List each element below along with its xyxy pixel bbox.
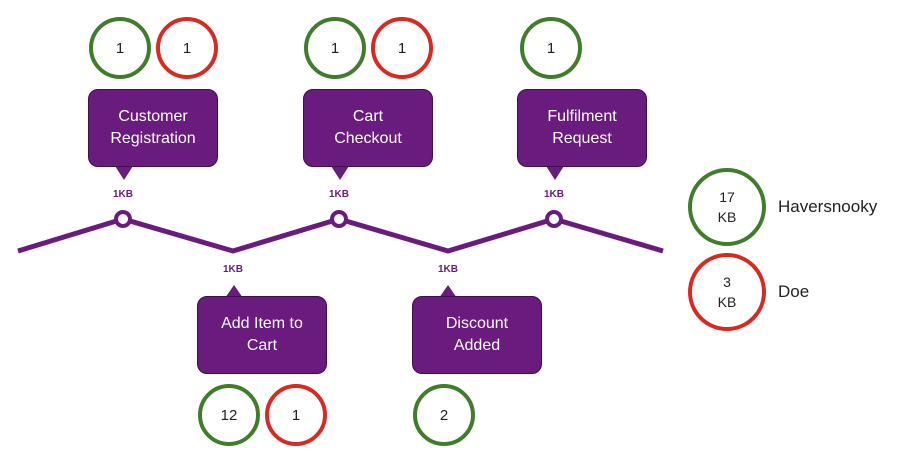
event-callout-add-item-to-cart: Add Item to Cart [197, 296, 327, 374]
timeline-node-fulfilment-request [545, 210, 563, 228]
event-callout-cart-checkout: Cart Checkout [303, 89, 433, 167]
callout-pointer-customer-registration [115, 166, 133, 180]
callout-pointer-add-item-to-cart [225, 285, 243, 298]
legend-size-value: 3 [723, 274, 731, 290]
event-count-green: 1 [89, 17, 151, 79]
event-count-green: 1 [304, 17, 366, 79]
timeline-node-cart-checkout [330, 210, 348, 228]
event-size-label: 1KB [112, 189, 133, 200]
event-callout-fulfilment-request: Fulfilment Request [517, 89, 647, 167]
callout-pointer-cart-checkout [331, 166, 349, 180]
legend-circle-doe: 3 KB [688, 253, 766, 331]
event-count-red: 1 [265, 384, 327, 446]
legend-label-doe: Doe [778, 282, 810, 301]
event-callout-discount-added: Discount Added [412, 296, 542, 374]
event-count-green: 12 [198, 384, 260, 446]
timeline-node-customer-registration [114, 210, 132, 228]
legend-circle-haversnooky: 17 KB [688, 168, 766, 246]
legend-size-unit: KB [717, 294, 737, 310]
event-count-red: 1 [156, 17, 218, 79]
legend-size-unit: KB [717, 209, 737, 225]
callout-pointer-discount-added [439, 285, 457, 298]
event-count-green: 2 [413, 384, 475, 446]
event-count-green: 1 [520, 17, 582, 79]
event-size-label: 1KB [328, 189, 349, 200]
legend-size-value: 17 [719, 189, 735, 205]
event-size-label: 1KB [222, 264, 243, 275]
event-callout-customer-registration: Customer Registration [88, 89, 218, 167]
callout-pointer-fulfilment-request [546, 166, 564, 180]
event-size-label: 1KB [437, 264, 458, 275]
legend-label-haversnooky: Haversnooky [778, 197, 878, 216]
event-size-label: 1KB [543, 189, 564, 200]
event-count-red: 1 [371, 17, 433, 79]
